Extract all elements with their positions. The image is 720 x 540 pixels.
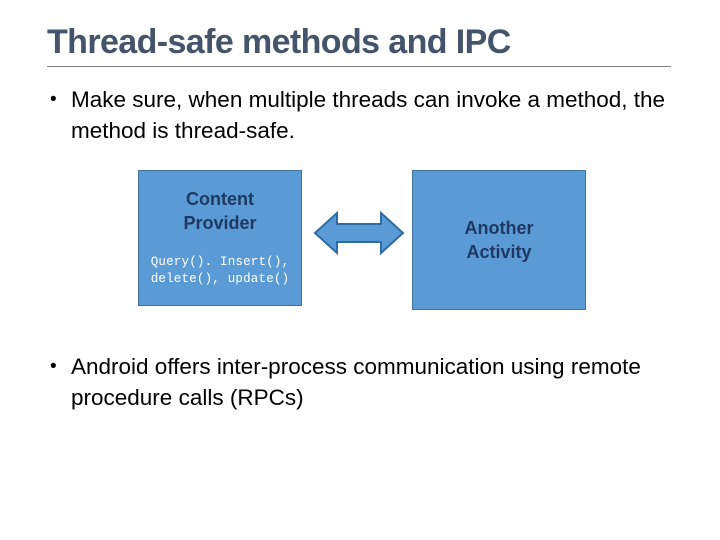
another-activity-box: Another Activity (412, 170, 586, 310)
bullet-list-top: • Make sure, when multiple threads can i… (50, 84, 666, 146)
content-provider-heading-line1: Content (186, 189, 254, 209)
another-activity-heading-line1: Another (464, 218, 534, 238)
bullet-marker-icon: • (50, 89, 57, 110)
double-arrow-icon (313, 210, 405, 256)
page-title: Thread-safe methods and IPC (47, 23, 511, 61)
list-item: • Make sure, when multiple threads can i… (50, 84, 666, 146)
bullet-list-bottom: • Android offers inter-process communica… (50, 351, 692, 413)
another-activity-heading: Another Activity (465, 216, 534, 264)
content-provider-methods-line2: delete(), update() (150, 272, 290, 286)
content-provider-heading-line2: Provider (183, 213, 257, 233)
content-provider-methods: Query(). Insert(), delete(), update() (151, 254, 290, 288)
title-divider (47, 66, 671, 67)
content-provider-methods-line1: Query(). Insert(), (150, 255, 290, 269)
content-provider-box: Content Provider Query(). Insert(), dele… (138, 170, 302, 306)
list-item: • Android offers inter-process communica… (50, 351, 692, 413)
content-provider-heading: Content Provider (183, 187, 256, 235)
bullet-text: Android offers inter-process communicati… (71, 354, 641, 410)
bullet-marker-icon: • (50, 356, 57, 377)
another-activity-heading-line2: Activity (466, 242, 532, 262)
bullet-text: Make sure, when multiple threads can inv… (71, 87, 666, 143)
